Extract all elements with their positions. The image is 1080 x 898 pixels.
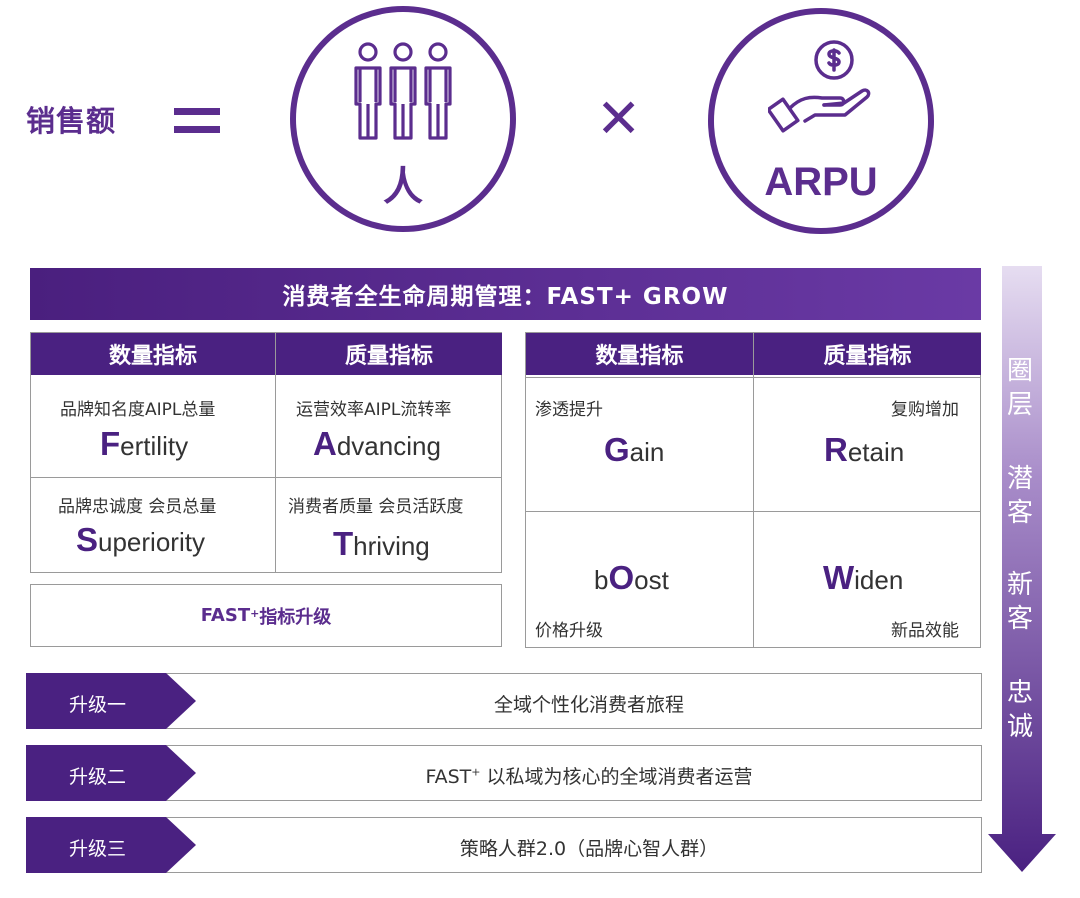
- lifecycle-header-bar: 消费者全生命周期管理：FAST+ GROW: [30, 268, 981, 320]
- thriving-desc: 消费者质量 会员活跃度: [288, 497, 464, 517]
- upgrade-tag-label: 升级二: [69, 766, 127, 788]
- right-header-quality: 质量指标: [754, 333, 981, 375]
- right-metrics-table: 数量指标 质量指标 渗透提升 Gain 复购增加 Retain bOost 价格…: [525, 332, 981, 648]
- upgrade-row-1: 升级一 全域个性化消费者旅程: [26, 673, 982, 729]
- upgrade-tag-shape: [26, 745, 196, 801]
- left-header-quantity: 数量指标: [31, 333, 275, 375]
- people-circle: 人: [290, 6, 516, 232]
- boost-desc: 价格升级: [535, 621, 603, 641]
- widen-word: Widen: [823, 559, 904, 596]
- arpu-circle: ARPU: [708, 8, 934, 234]
- arpu-label: ARPU: [764, 160, 878, 204]
- retain-word: Retain: [824, 431, 905, 468]
- upgrade-tag-label: 升级一: [69, 694, 127, 716]
- equals-icon: [174, 108, 220, 136]
- hand-coin-icon: [768, 40, 871, 133]
- side-word-new: 新客: [1006, 570, 1033, 634]
- right-header-quantity: 数量指标: [526, 333, 753, 375]
- retain-desc: 复购增加: [891, 400, 959, 420]
- upgrade-row-3: 升级三 策略人群2.0（品牌心智人群）: [26, 817, 982, 873]
- sales-label: 销售额: [26, 104, 117, 138]
- advancing-word: Advancing: [313, 425, 441, 462]
- times-icon: ✕: [596, 87, 642, 150]
- funnel-down-arrow-icon: [988, 266, 1056, 872]
- side-word-loyal: 忠诚: [1006, 678, 1033, 742]
- boost-word: bOost: [594, 559, 669, 596]
- upgrade-tag-shape: [26, 673, 196, 729]
- upgrade-desc: 全域个性化消费者旅程: [493, 694, 684, 716]
- upgrade-desc: 策略人群2.0（品牌心智人群）: [459, 838, 719, 860]
- upgrade-tag-label: 升级三: [69, 838, 127, 860]
- fast-upgrade-box: FAST+指标升级: [30, 584, 502, 647]
- people-label: 人: [383, 164, 423, 210]
- widen-desc: 新品效能: [891, 621, 959, 641]
- fertility-word: Fertility: [100, 425, 189, 462]
- upgrade-desc: FAST+ 以私域为核心的全域消费者运营: [425, 765, 753, 788]
- side-word-potential: 潜客: [1006, 464, 1033, 528]
- upgrade-row-2: 升级二 FAST+ 以私域为核心的全域消费者运营: [26, 745, 982, 801]
- thriving-word: Thriving: [333, 525, 430, 562]
- fertility-desc: 品牌知名度AIPL总量: [60, 400, 216, 420]
- gain-desc: 渗透提升: [535, 400, 603, 420]
- left-header-quality: 质量指标: [276, 333, 502, 375]
- left-metrics-table: 数量指标 质量指标 品牌知名度AIPL总量 Fertility 运营效率AIPL…: [30, 332, 502, 573]
- superiority-word: Superiority: [76, 521, 205, 558]
- advancing-desc: 运营效率AIPL流转率: [296, 400, 452, 420]
- superiority-desc: 品牌忠诚度 会员总量: [58, 497, 217, 517]
- gain-word: Gain: [604, 431, 665, 468]
- people-icon: [354, 42, 452, 140]
- upgrade-tag-shape: [26, 817, 196, 873]
- side-word-circle-layer: 圈层: [1006, 356, 1033, 420]
